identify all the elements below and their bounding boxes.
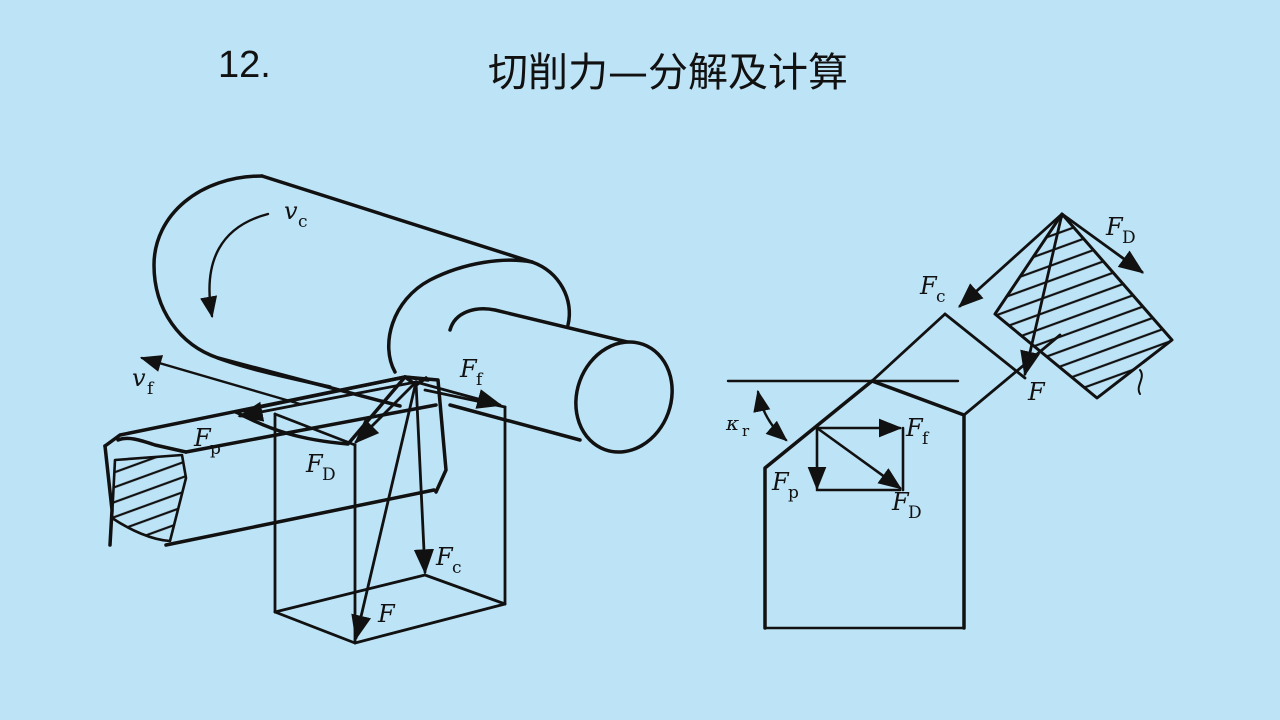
label-fd-bottom-sub: D (908, 503, 922, 523)
label-f: F (377, 600, 396, 628)
label-vf-sub: f (147, 379, 155, 399)
slide-title: 切削力—分解及计算 (488, 50, 848, 96)
left-turning-diagram (103, 174, 674, 645)
label-ff-sub: f (476, 370, 484, 390)
label-fd-sub: D (322, 465, 336, 485)
label-fc-right: F (919, 272, 938, 300)
left-labels: v c v f F f F p F D F c F (132, 197, 484, 628)
label-fd: F (305, 450, 324, 478)
label-vc-sub: c (298, 212, 308, 232)
label-kr: κ (725, 411, 739, 435)
workpiece-cylinder (152, 174, 571, 408)
label-f-right: F (1027, 378, 1046, 406)
label-ff-right-sub: f (922, 429, 930, 449)
workpiece-shaft (448, 307, 674, 454)
right-fd-vector (1060, 212, 1145, 274)
label-fd-bottom: F (891, 488, 910, 516)
label-fd-top-sub: D (1122, 228, 1136, 248)
label-ff-right: F (905, 414, 924, 442)
tool-outline (763, 379, 966, 630)
label-vc: v (284, 197, 298, 225)
fp-vector (237, 380, 418, 422)
label-fp-sub: p (210, 439, 221, 459)
fd-vector (354, 380, 418, 444)
label-vf: v (132, 364, 146, 392)
label-fc-sub: c (452, 558, 462, 578)
right-labels: F D F c F κ r F f F p F D (725, 213, 1136, 523)
right-fc-vector (958, 212, 1064, 308)
label-kr-sub: r (742, 422, 750, 440)
vf-feed-arrow (139, 355, 302, 406)
right-f-vector (1020, 212, 1064, 377)
label-fp: F (193, 424, 212, 452)
label-fc: F (435, 543, 454, 571)
force-vectors (237, 380, 503, 641)
label-ff: F (459, 355, 478, 383)
slide-number: 12. (218, 44, 271, 86)
label-fp-right-sub: p (788, 483, 799, 503)
f-vector (351, 380, 418, 641)
right-topview-diagram (726, 212, 1174, 630)
fc-vector (413, 380, 434, 575)
ff-vector (414, 380, 503, 409)
workpiece-section (993, 212, 1174, 400)
small-force-diagram (807, 418, 905, 492)
vc-rotation-arrow (200, 212, 270, 319)
kr-arc (753, 389, 788, 442)
label-fp-right: F (771, 468, 790, 496)
label-fd-top: F (1105, 213, 1124, 241)
label-fc-right-sub: c (936, 287, 946, 307)
force-box (273, 388, 507, 645)
right-force-vectors (958, 212, 1145, 377)
tool-shank (103, 375, 438, 547)
